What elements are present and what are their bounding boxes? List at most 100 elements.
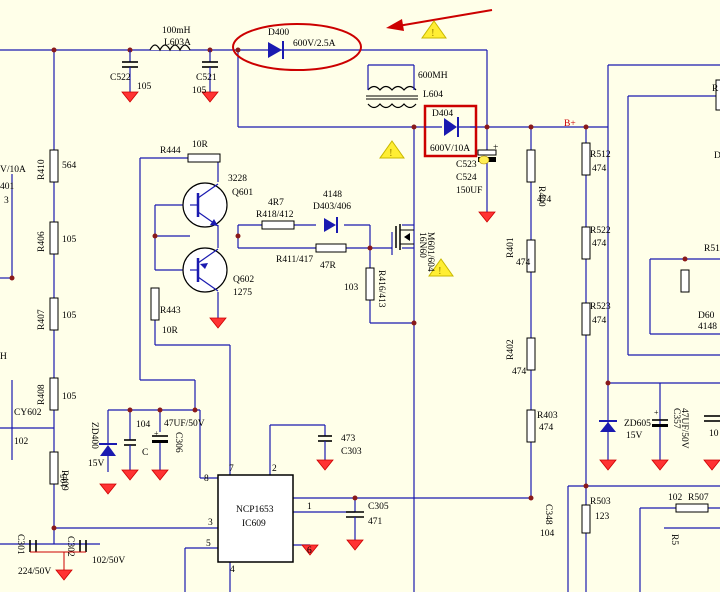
label-pin6: 6 — [307, 546, 312, 556]
label-c348: C348 — [543, 504, 553, 525]
transformer-l604 — [366, 64, 418, 109]
label-r444: R444 — [160, 146, 181, 156]
label-c522: C522 — [110, 73, 131, 83]
label-r443: R443 — [160, 306, 181, 316]
ground-symbol-icon — [478, 211, 496, 223]
label-r416-val: 103 — [344, 283, 359, 293]
resistors — [49, 79, 720, 534]
svg-text:+: + — [493, 143, 498, 153]
capacitor-c523: + — [477, 143, 498, 165]
svg-text:+: + — [154, 429, 159, 438]
label-r406: R406 — [37, 231, 47, 252]
label-c104: 104 — [136, 420, 151, 430]
ground-symbol-icon — [346, 539, 364, 551]
label-c10: 10 — [709, 429, 719, 439]
ground-symbol-icon — [703, 459, 720, 471]
label-r408: R408 — [37, 384, 47, 405]
label-r444-val: 10R — [192, 140, 209, 150]
label-c523: C523 — [456, 160, 477, 170]
label-q602: Q602 — [233, 275, 254, 285]
label-r400: R400 — [536, 186, 546, 207]
svg-text:+: + — [654, 408, 659, 417]
label-c521: C521 — [196, 73, 217, 83]
label-c306: C306 — [173, 432, 183, 453]
label-r5: R5 — [669, 534, 679, 545]
wires — [0, 49, 720, 592]
label-c305-val: 471 — [368, 517, 383, 527]
label-r409-val: 105 — [60, 474, 70, 489]
label-r409: R409 — [59, 470, 69, 491]
label-d404: D404 — [432, 109, 453, 119]
label-r407: R407 — [37, 309, 47, 330]
diode-d400 — [268, 41, 284, 59]
label-r410-val: 564 — [62, 161, 77, 171]
label-bplus: B+ — [564, 119, 576, 129]
label-r51: R51 — [704, 244, 720, 254]
zener-zd400 — [99, 430, 117, 472]
diode-d404 — [425, 117, 476, 137]
label-r503: R503 — [590, 497, 611, 507]
label-zd400: ZD400 — [89, 422, 99, 449]
label-c102: 102 — [14, 437, 29, 447]
label-d60-val: 4148 — [698, 322, 717, 332]
ground-symbol-icon — [209, 317, 227, 329]
label-d400: D400 — [268, 28, 289, 38]
label-l604: L604 — [423, 90, 443, 100]
label-r403-val: 474 — [539, 423, 554, 433]
label-r402-val: 474 — [512, 367, 527, 377]
capacitor-c521 — [202, 50, 218, 92]
label-d403: D403/406 — [313, 202, 351, 212]
label-q-mos: 16N60 — [417, 232, 427, 258]
zener-zd605 — [599, 420, 617, 460]
svg-text:!: ! — [389, 147, 393, 159]
label-h: H — [0, 352, 7, 362]
ground-symbol-icon — [316, 459, 334, 471]
ground-symbol-icon — [151, 469, 169, 481]
label-zd605: ZD605 — [624, 419, 651, 429]
label-r416: R416/413 — [376, 270, 386, 308]
capacitors-small — [29, 415, 720, 552]
ic-ncp1653 — [217, 474, 294, 563]
label-r503-val: 123 — [595, 512, 610, 522]
label-ic-name: NCP1653 — [236, 505, 274, 515]
label-c306-val: 47UF/50V — [164, 419, 205, 429]
label-r507: R507 — [688, 493, 709, 503]
ground-symbol-icon — [121, 469, 139, 481]
label-r-edge: R — [712, 84, 719, 94]
label-d60: D60 — [698, 311, 715, 321]
label-q601: Q601 — [232, 188, 253, 198]
diode-d403 — [324, 217, 338, 233]
label-r401: R401 — [506, 237, 516, 258]
label-c305: C305 — [368, 502, 389, 512]
label-r407-val: 105 — [62, 311, 77, 321]
label-v401: V/10A — [0, 165, 26, 175]
labels: 100mH L603A C522 105 C521 105 D400 600V/… — [0, 26, 720, 577]
label-r403: R403 — [537, 411, 558, 421]
ground-symbols — [30, 91, 720, 581]
label-pin7: 7 — [229, 464, 234, 474]
red-arrow-icon — [386, 9, 493, 31]
label-l603-value: 100mH — [162, 26, 191, 36]
label-pin8: 8 — [204, 474, 209, 484]
label-q-mos-ref: M601/604 — [425, 232, 435, 272]
label-q602-val: 1275 — [233, 288, 252, 298]
label-c524: C524 — [456, 173, 477, 183]
label-r418: R418/412 — [256, 210, 294, 220]
svg-text:!: ! — [431, 27, 435, 39]
label-l603: L603A — [164, 38, 191, 48]
ground-symbol-icon — [599, 459, 617, 471]
label-r507-val: 102 — [668, 493, 683, 503]
capacitor-c522 — [122, 50, 138, 92]
label-r400-val: 474 — [537, 195, 552, 205]
label-zd400-val: 15V — [88, 459, 105, 469]
ground-symbol-icon — [651, 459, 669, 471]
label-pin3: 3 — [208, 518, 213, 528]
ground-symbol-icon — [121, 91, 139, 103]
ground-symbol-icon — [99, 483, 117, 495]
label-c401: 401 — [0, 182, 15, 192]
label-r406-val: 105 — [62, 235, 77, 245]
warning-triangle-icon: ! — [428, 258, 454, 277]
junction-dots — [9, 47, 688, 531]
label-d403-val: 4148 — [323, 190, 342, 200]
